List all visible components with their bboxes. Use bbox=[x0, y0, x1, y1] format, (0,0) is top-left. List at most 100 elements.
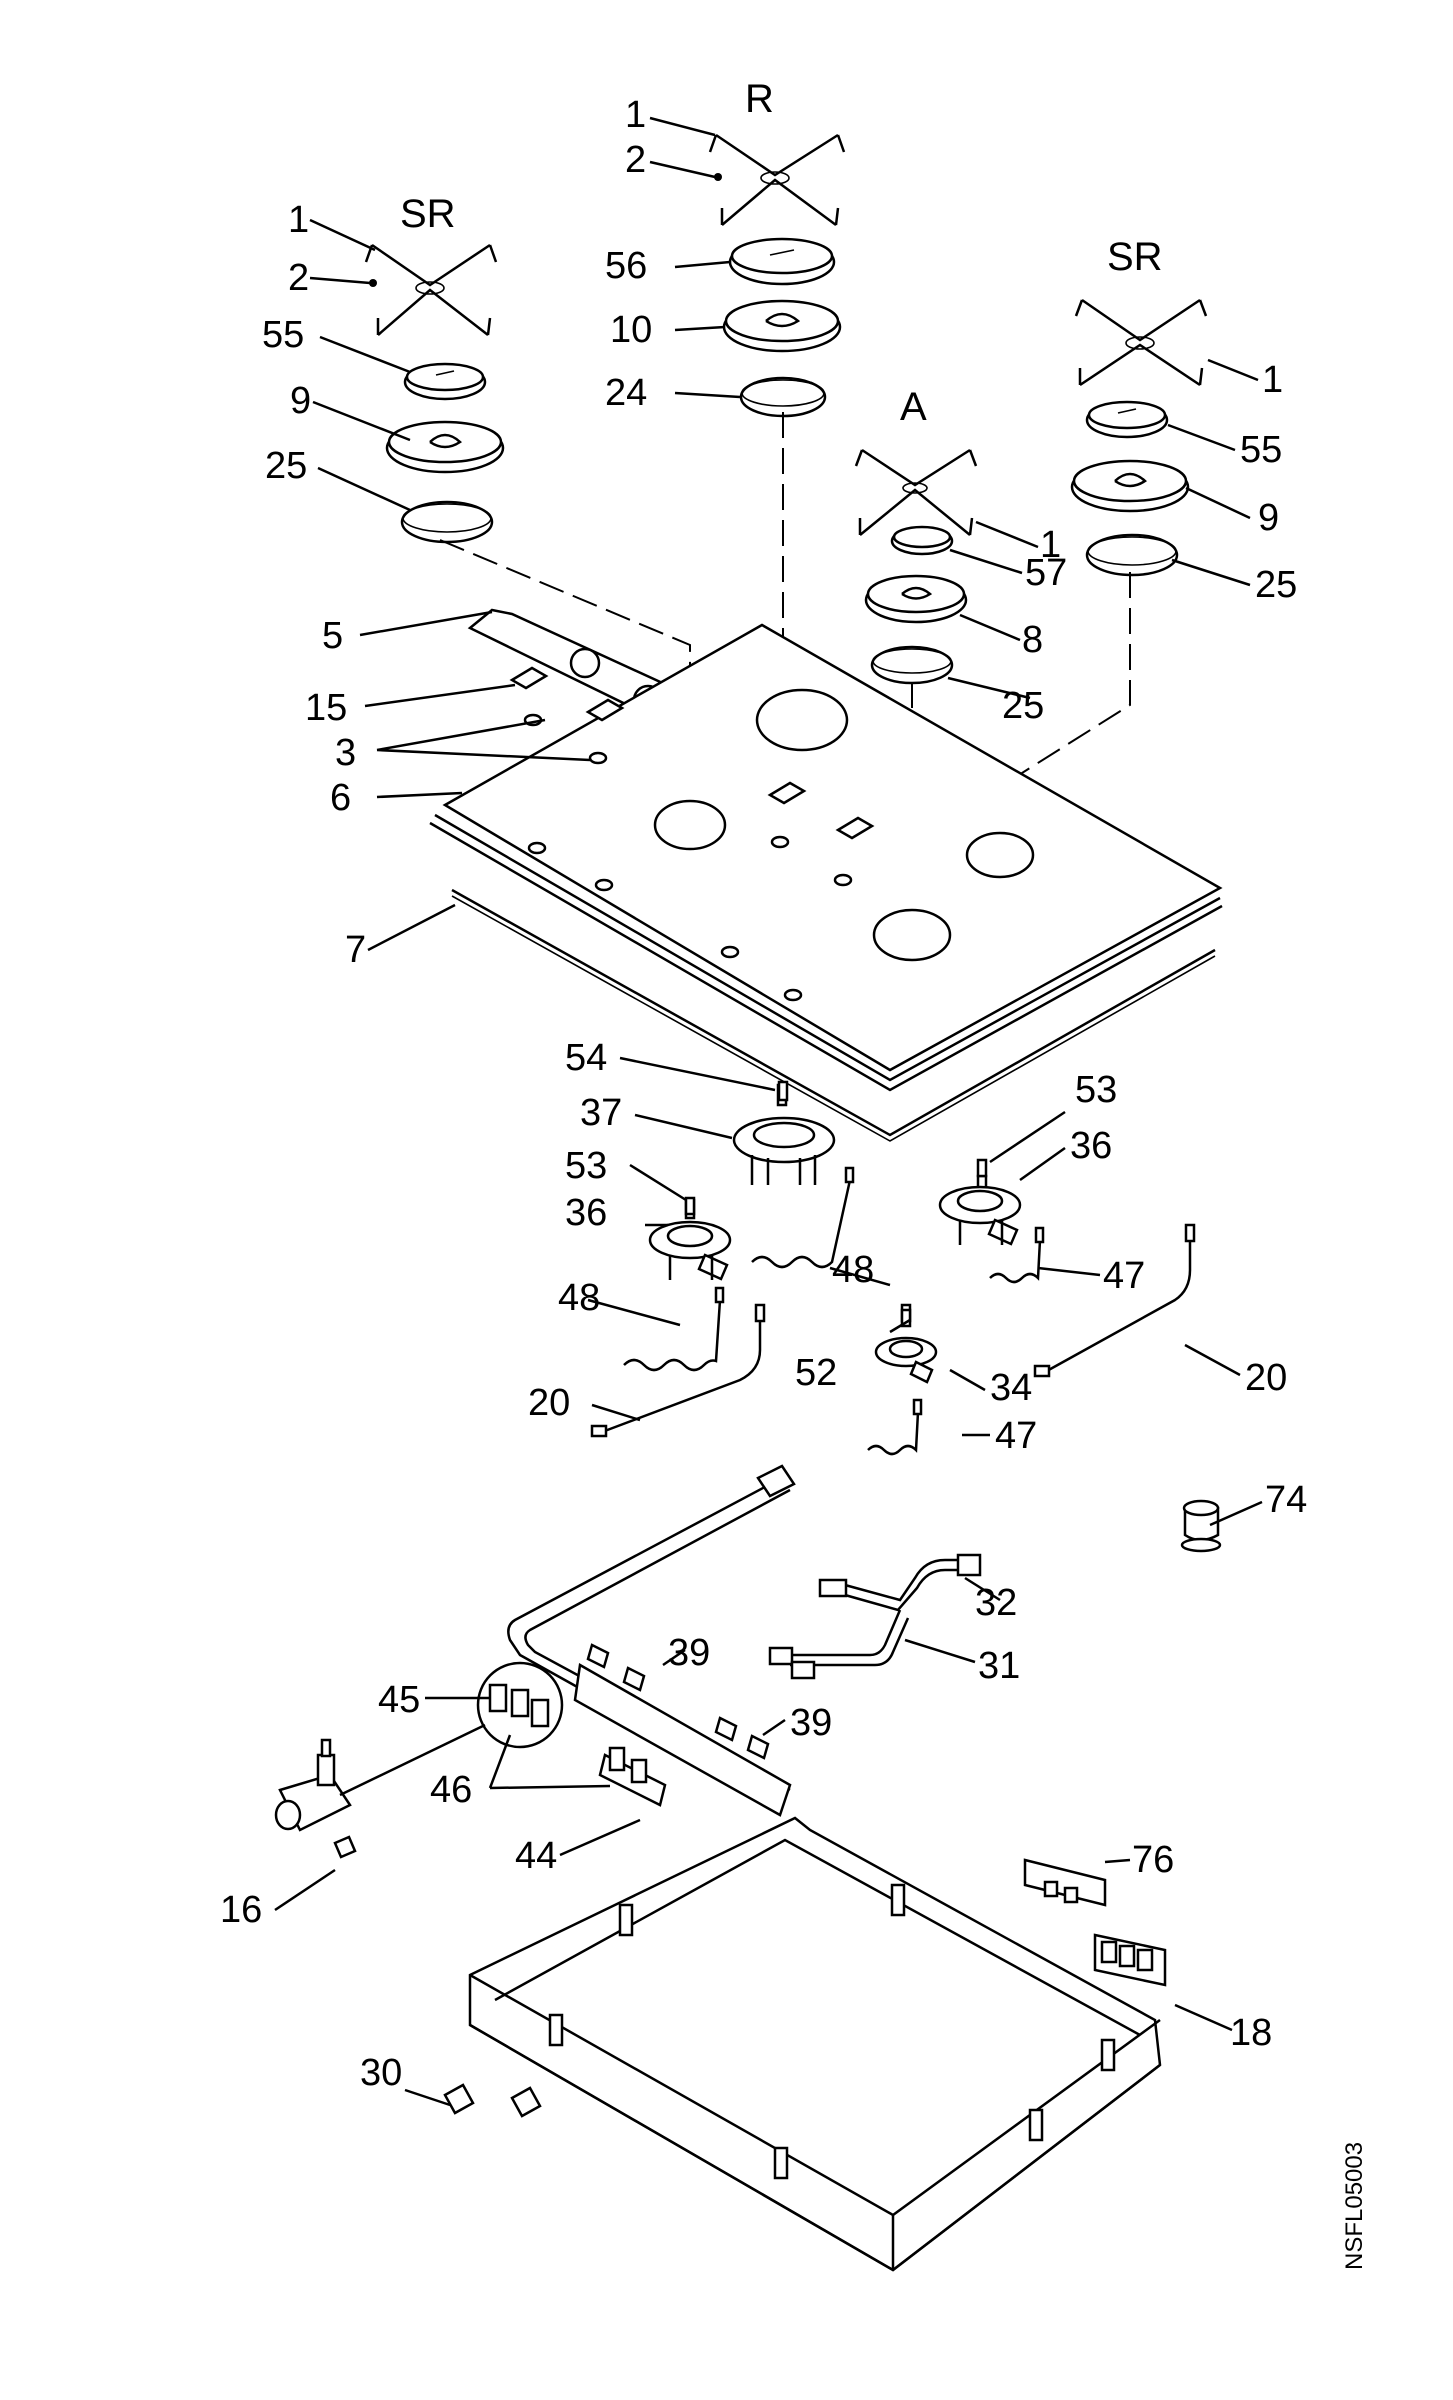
callout-74: 74 bbox=[1265, 1479, 1307, 1521]
leader-lines bbox=[274, 116, 1263, 2107]
burner-base-left bbox=[648, 1198, 732, 1281]
burner-cap-left bbox=[403, 362, 487, 401]
callout-5: 5 bbox=[322, 615, 343, 657]
spark-module-76 bbox=[1023, 1858, 1107, 1907]
burner-cap-right bbox=[1085, 400, 1169, 439]
control-knob-3 bbox=[767, 781, 807, 805]
control-knob-4 bbox=[835, 816, 875, 840]
callout-36a: 36 bbox=[565, 1192, 607, 1234]
burner-label-center: R bbox=[745, 77, 774, 121]
callout-7: 7 bbox=[345, 929, 366, 971]
burner-ring-right-small bbox=[870, 645, 954, 685]
burner-label-right-small: A bbox=[900, 385, 927, 429]
callout-39b: 39 bbox=[790, 1702, 832, 1744]
electrode-wire-47a bbox=[989, 1226, 1045, 1284]
gas-pipe-31 bbox=[768, 1609, 910, 1680]
callout-36b: 36 bbox=[1070, 1125, 1112, 1167]
grate-center bbox=[708, 133, 846, 227]
burner-ring-center bbox=[739, 376, 827, 418]
cooktop-gasket bbox=[451, 888, 1216, 1142]
callout-20a: 20 bbox=[528, 1382, 570, 1424]
callout-9d: 9 bbox=[1258, 497, 1279, 539]
gas-manifold bbox=[507, 1464, 796, 1817]
callout-39a: 39 bbox=[668, 1632, 710, 1674]
cooktop-panel bbox=[429, 623, 1223, 1092]
callout-20b: 20 bbox=[1245, 1357, 1287, 1399]
valve-assembly-45-46 bbox=[476, 1661, 564, 1749]
callout-47a: 47 bbox=[1103, 1255, 1145, 1297]
burner-cap-right-small bbox=[890, 525, 954, 556]
burner-ring-left bbox=[400, 500, 494, 544]
callout-1c: 1 bbox=[1040, 524, 1061, 566]
callout-76: 76 bbox=[1132, 1839, 1174, 1881]
callout-53b: 53 bbox=[1075, 1069, 1117, 1111]
burner-label-right: SR bbox=[1107, 235, 1163, 279]
grate-right-small bbox=[854, 448, 978, 536]
gas-pipe-32 bbox=[818, 1553, 982, 1612]
electrode-wire-48a bbox=[623, 1286, 725, 1372]
connector-line-45 bbox=[339, 1723, 486, 1797]
callout-25c: 25 bbox=[1002, 685, 1044, 727]
grate-left bbox=[364, 243, 498, 336]
callout-34: 34 bbox=[990, 1367, 1032, 1409]
callout-6: 6 bbox=[330, 777, 351, 819]
callout-48b: 48 bbox=[558, 1277, 600, 1319]
callout-10: 10 bbox=[610, 309, 652, 351]
thermocouple-pin-left bbox=[369, 279, 377, 287]
callout-57: 57 bbox=[1025, 552, 1067, 594]
injector-53b bbox=[976, 1158, 988, 1178]
callout-1b: 1 bbox=[625, 94, 646, 136]
gas-valve-main bbox=[274, 1738, 352, 1832]
callout-8: 8 bbox=[1022, 619, 1043, 661]
terminal-block-18 bbox=[1093, 1933, 1167, 1987]
thermocouple-20a bbox=[590, 1303, 766, 1438]
thermocouple-pin-center bbox=[714, 173, 722, 181]
callout-15: 15 bbox=[305, 687, 347, 729]
thermocouple-20b bbox=[1033, 1223, 1196, 1378]
burner-head-left bbox=[385, 420, 505, 474]
callout-18: 18 bbox=[1230, 2012, 1272, 2054]
electrode-wire-48b bbox=[751, 1166, 855, 1269]
valve-block-44 bbox=[598, 1746, 667, 1807]
callout-52: 52 bbox=[795, 1352, 837, 1394]
callout-48a: 48 bbox=[832, 1249, 874, 1291]
callout-2a: 2 bbox=[288, 257, 309, 299]
callout-1d: 1 bbox=[1262, 359, 1283, 401]
callout-47b: 47 bbox=[995, 1415, 1037, 1457]
clips-30 bbox=[443, 2083, 542, 2118]
control-knob-2 bbox=[585, 698, 625, 722]
callout-3: 3 bbox=[335, 732, 356, 774]
callout-24: 24 bbox=[605, 372, 647, 414]
callout-16: 16 bbox=[220, 1889, 262, 1931]
callout-54: 54 bbox=[565, 1037, 607, 1079]
callout-30: 30 bbox=[360, 2052, 402, 2094]
control-knob-1 bbox=[509, 666, 549, 690]
callout-2b: 2 bbox=[625, 139, 646, 181]
base-tray bbox=[468, 1816, 1162, 2272]
clip-16 bbox=[333, 1835, 357, 1859]
callout-53a: 53 bbox=[565, 1145, 607, 1187]
callout-31: 31 bbox=[978, 1645, 1020, 1687]
injector-53a bbox=[684, 1196, 696, 1216]
callout-32: 32 bbox=[975, 1582, 1017, 1624]
callout-55a: 55 bbox=[262, 314, 304, 356]
drawing-code: NSFL05003 bbox=[1341, 2142, 1368, 2270]
electrode-wire-47b bbox=[867, 1398, 923, 1456]
burner-head-center bbox=[722, 299, 842, 353]
burner-ring-right bbox=[1085, 533, 1179, 577]
injector-54 bbox=[777, 1080, 789, 1102]
burner-cap-center bbox=[728, 237, 836, 286]
spark-cap-74 bbox=[1180, 1499, 1222, 1553]
burner-base-right bbox=[938, 1174, 1022, 1246]
injector-52 bbox=[900, 1308, 912, 1328]
burner-head-right-small bbox=[864, 574, 968, 624]
callout-1a: 1 bbox=[288, 199, 309, 241]
callout-25d: 25 bbox=[1255, 564, 1297, 606]
callout-9a: 9 bbox=[290, 380, 311, 422]
callout-45: 45 bbox=[378, 1679, 420, 1721]
callout-55d: 55 bbox=[1240, 429, 1282, 471]
callout-46: 46 bbox=[430, 1769, 472, 1811]
burner-head-right bbox=[1070, 459, 1190, 513]
callout-56: 56 bbox=[605, 245, 647, 287]
